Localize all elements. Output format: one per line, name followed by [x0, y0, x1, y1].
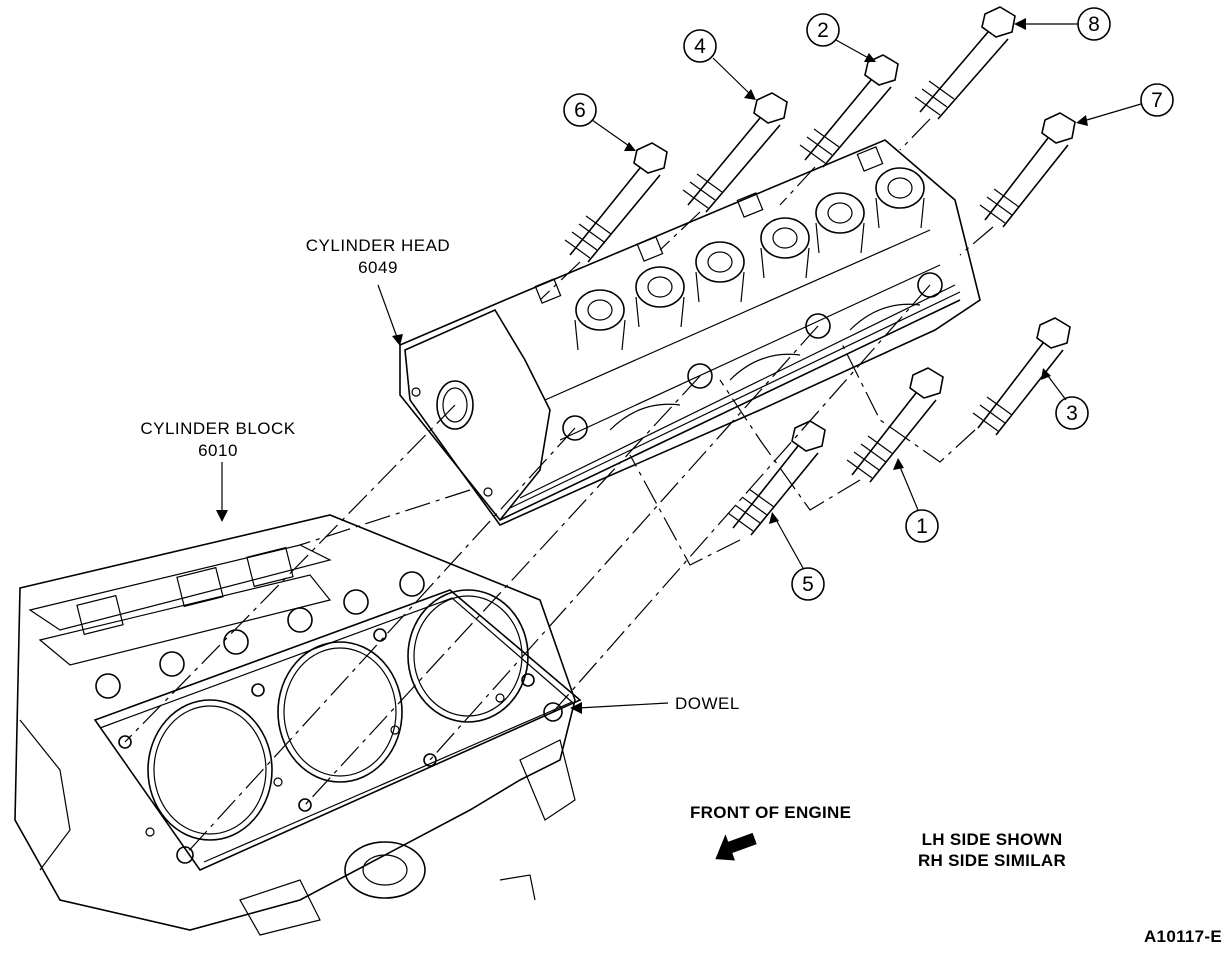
callout-2: 2 — [806, 13, 876, 62]
cylinder-head-part-number: 6049 — [358, 258, 398, 277]
alignment-lines — [124, 118, 994, 856]
bolt-8 — [914, 6, 1016, 120]
label-leaders — [216, 284, 669, 714]
dowel-label: DOWEL — [675, 694, 740, 713]
bolt-1 — [846, 367, 944, 483]
bolt-2 — [799, 54, 899, 168]
cylinder-head-drawing — [399, 139, 981, 526]
figure-id: A10117-E — [1144, 927, 1222, 946]
callout-3-number: 3 — [1066, 402, 1078, 425]
callout-7: 7 — [1076, 83, 1174, 126]
callout-4-number: 4 — [694, 35, 706, 58]
cylinder-block-part-number: 6010 — [198, 441, 238, 460]
callout-3: 3 — [1041, 368, 1089, 430]
bolt-6 — [564, 142, 668, 263]
callout-5: 5 — [769, 512, 825, 601]
front-of-engine-label: FRONT OF ENGINE — [690, 803, 851, 822]
valve-springs — [574, 167, 925, 351]
bolt-3 — [972, 317, 1071, 436]
callout-8: 8 — [1014, 7, 1111, 41]
callout-1: 1 — [893, 458, 939, 543]
cylinder-block-label: CYLINDER BLOCK — [140, 419, 295, 438]
head-bolts — [564, 6, 1076, 536]
bolt-4 — [682, 92, 788, 213]
cylinder-block-drawing — [14, 514, 582, 936]
callout-6-number: 6 — [574, 99, 586, 122]
callout-8-number: 8 — [1088, 13, 1100, 36]
callout-5-number: 5 — [802, 573, 814, 596]
rh-side-similar-label: RH SIDE SIMILAR — [918, 851, 1066, 870]
lh-side-shown-label: LH SIDE SHOWN — [922, 830, 1063, 849]
cylinder-head-label: CYLINDER HEAD — [306, 236, 450, 255]
callout-4: 4 — [683, 29, 756, 100]
callout-2-number: 2 — [817, 19, 829, 42]
callout-6: 6 — [563, 93, 636, 151]
bolt-7 — [979, 112, 1076, 228]
front-of-engine-arrow-icon — [715, 832, 757, 861]
callout-1-number: 1 — [916, 515, 928, 538]
callout-7-number: 7 — [1151, 89, 1163, 112]
